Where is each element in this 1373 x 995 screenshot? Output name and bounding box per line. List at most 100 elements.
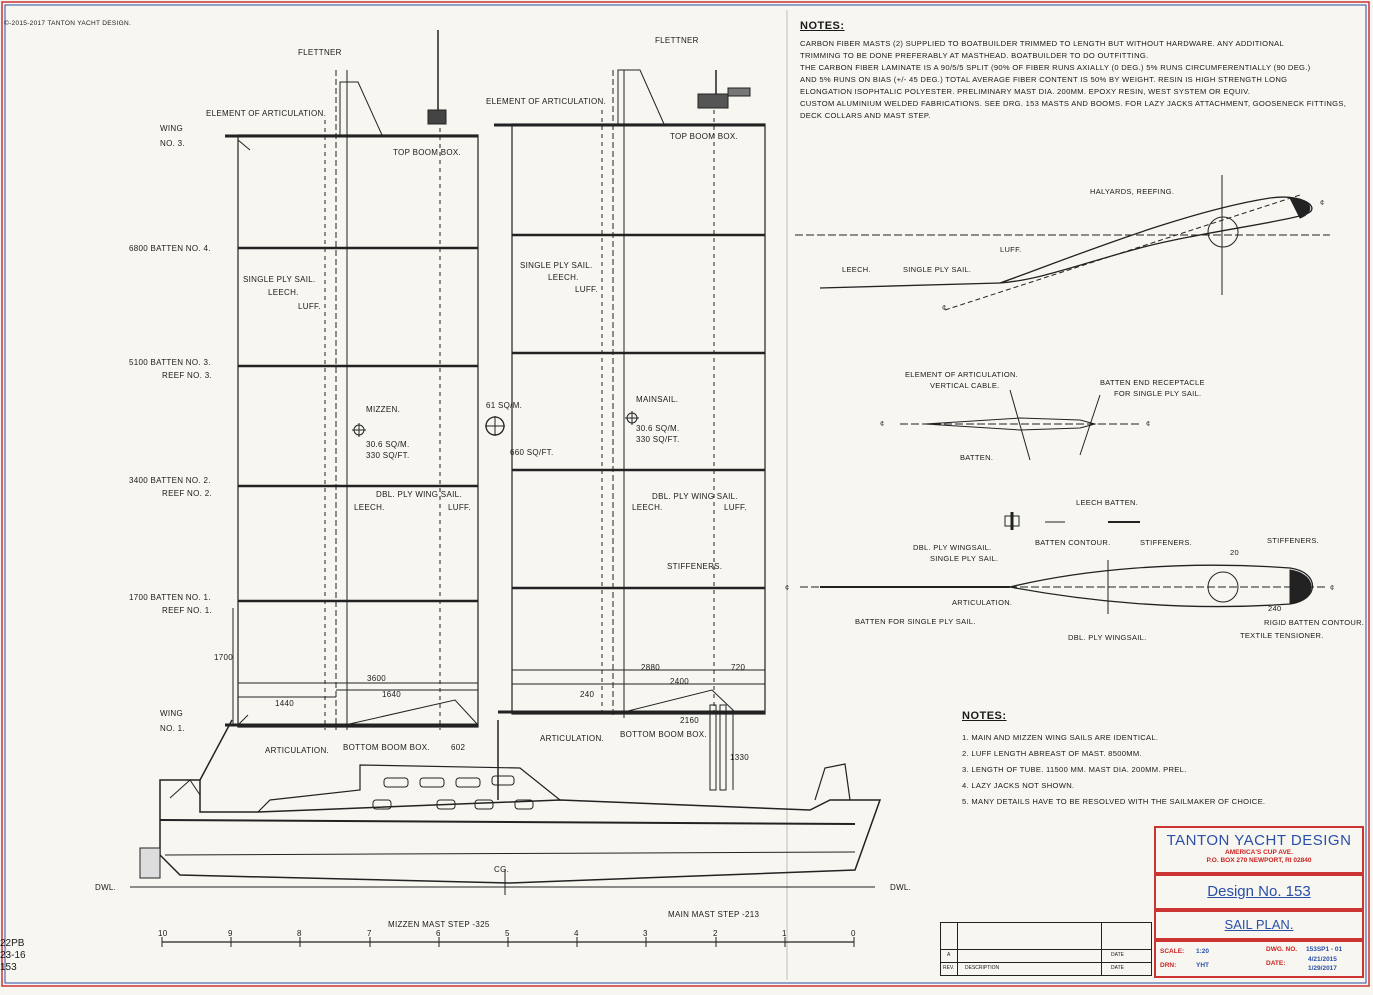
sec-el-art1: ELEMENT OF ARTICULATION. [905, 370, 1018, 379]
sec-single-ply: SINGLE PLY SAIL. [903, 265, 971, 274]
ref-line-3: 153 [0, 962, 17, 973]
mizzen-dbl-ply: DBL. PLY WING SAIL. [376, 490, 462, 499]
main-area2: 330 SQ/FT. [636, 435, 679, 444]
scale-9: 9 [228, 929, 233, 938]
wing-section-top [795, 175, 1330, 311]
firm-address-2: P.O. BOX 270 NEWPORT, RI 02840 [1206, 857, 1312, 864]
scale-1: 1 [782, 929, 787, 938]
main-luff2: LUFF. [724, 503, 747, 512]
rev-desc: DESCRIPTION [965, 965, 1000, 971]
ref-line-1: 22PB [0, 938, 25, 949]
main-total-area2: 660 SQ/FT. [510, 448, 553, 457]
scale-5: 5 [505, 929, 510, 938]
mizzen-name: MIZZEN. [366, 405, 400, 414]
mizzen-fletner: FLETTNER [298, 48, 342, 57]
note-line: TRIMMING TO BE DONE PREFERABLY AT MASTHE… [800, 51, 1149, 60]
main-sail [485, 69, 766, 800]
mizzen-articulation-top: ELEMENT OF ARTICULATION. [206, 109, 326, 118]
reef3-label: REEF NO. 3. [162, 371, 212, 380]
scale-7: 7 [367, 929, 372, 938]
sec-articulation: ARTICULATION. [952, 598, 1012, 607]
scale-2: 2 [713, 929, 718, 938]
main-dim-1330: 1330 [730, 753, 749, 762]
mizzen-luff2: LUFF. [448, 503, 471, 512]
wing1-number: NO. 1. [160, 724, 185, 733]
note-line: DECK COLLARS AND MAST STEP. [800, 111, 931, 120]
mizzen-dim-1640: 1640 [382, 690, 401, 699]
sec-cl-2: ¢ [942, 303, 946, 312]
scale-numbers: 10 9 8 7 6 5 4 3 2 1 0 [158, 929, 856, 938]
main-fletner: FLETTNER [655, 36, 699, 45]
sec-stiffeners1: STIFFENERS. [1140, 538, 1192, 547]
sec-cl-3: ¢ [880, 419, 884, 428]
mizzen-articulation-bottom: ARTICULATION. [265, 746, 329, 755]
main-stiffeners: STIFFENERS. [667, 562, 722, 571]
sec-single-ply2: SINGLE PLY SAIL. [930, 554, 998, 563]
dwg-no-value: 153SP1 - 01 [1306, 946, 1343, 953]
note-line: CARBON FIBER MASTS (2) SUPPLIED TO BOATB… [800, 39, 1285, 48]
sec-dim-240: 240 [1268, 604, 1281, 613]
notes-bottom: NOTES: 1. MAIN AND MIZZEN WING SAILS ARE… [962, 708, 1342, 810]
main-bottom-boom-box: BOTTOM BOOM BOX. [620, 730, 707, 739]
scale-0: 0 [851, 929, 856, 938]
batten2-label: 3400 BATTEN NO. 2. [129, 476, 211, 485]
mizzen-dim-3600: 3600 [367, 674, 386, 683]
note-item: 1. MAIN AND MIZZEN WING SAILS ARE IDENTI… [962, 733, 1159, 742]
drawn-value: YHT [1196, 962, 1209, 969]
batten4-label: 6800 BATTEN NO. 4. [129, 244, 211, 253]
sec-cl-5: ¢ [785, 583, 789, 592]
note-line: CUSTOM ALUMINIUM WELDED FABRICATIONS. SE… [800, 99, 1347, 108]
wing1-label: WING [160, 709, 183, 718]
note-line: THE CARBON FIBER LAMINATE IS A 90/5/5 SP… [800, 63, 1311, 72]
notes-bottom-title: NOTES: [962, 710, 1007, 722]
ref-line-2: 23-16 [0, 950, 26, 961]
title-block-firm: TANTON YACHT DESIGN AMERICA'S CUP AVE. P… [1154, 826, 1364, 874]
dwg-no-label: DWG. NO. [1266, 946, 1298, 953]
sec-cl-4: ¢ [1146, 419, 1150, 428]
main-top-boom-box: TOP BOOM BOX. [670, 132, 738, 141]
mizzen-dim-1700: 1700 [214, 653, 233, 662]
scale-value: 1:20 [1196, 948, 1210, 955]
sec-cl-1: ¢ [1320, 198, 1324, 207]
wing3-number: NO. 3. [160, 139, 185, 148]
sec-batten-single: BATTEN FOR SINGLE PLY SAIL. [855, 617, 976, 626]
sec-luff: LUFF. [1000, 245, 1022, 254]
main-total-area1: 61 SQ/M. [486, 401, 522, 410]
scale-6: 6 [436, 929, 441, 938]
mizzen-leech: LEECH. [268, 288, 299, 297]
main-leech2: LEECH. [632, 503, 663, 512]
sec-rigid-batten: RIGID BATTEN CONTOUR. [1264, 618, 1364, 627]
reef1-label: REEF NO. 1. [162, 606, 212, 615]
note-line: ELONGATION ISOPHTALIC POLYESTER. PRELIMI… [800, 87, 1251, 96]
main-dim-2400: 2400 [670, 677, 689, 686]
note-item: 2. LUFF LENGTH ABREAST OF MAST. 8500MM. [962, 749, 1142, 758]
rev-date: DATE [1111, 965, 1124, 971]
sec-batten-end1: BATTEN END RECEPTACLE [1100, 378, 1205, 387]
main-dim-2880: 2880 [641, 663, 660, 672]
main-leech: LEECH. [548, 273, 579, 282]
sec-textile: TEXTILE TENSIONER. [1240, 631, 1324, 640]
mizzen-top-boom-box: TOP BOOM BOX. [393, 148, 461, 157]
note-item: 3. LENGTH OF TUBE. 11500 MM. MAST DIA. 2… [962, 765, 1187, 774]
note-item: 5. MANY DETAILS HAVE TO BE RESOLVED WITH… [962, 797, 1266, 806]
design-number: Design No. 153 [1154, 874, 1364, 910]
mizzen-dim-1440: 1440 [275, 699, 294, 708]
mizzen-leech2: LEECH. [354, 503, 385, 512]
main-single-ply: SINGLE PLY SAIL. [520, 261, 593, 270]
copyright: ©-2015-2017 TANTON YACHT DESIGN. [4, 20, 132, 27]
note-line: AND 5% RUNS ON BIAS (+/- 45 DEG.) TOTAL … [800, 75, 1288, 84]
title-block-info: SCALE: 1:20 DRN: YHT DWG. NO. 153SP1 - 0… [1154, 940, 1364, 978]
sec-dbl-ply-ws: DBL. PLY WINGSAIL. [913, 543, 991, 552]
articulation-section [900, 389, 1140, 461]
main-articulation-bottom: ARTICULATION. [540, 734, 604, 743]
batten1-label: 1700 BATTEN NO. 1. [129, 593, 211, 602]
sec-leech-batten: LEECH BATTEN. [1076, 498, 1138, 507]
hull-profile [139, 719, 882, 884]
mizzen-area2: 330 SQ/FT. [366, 451, 409, 460]
dwl-left: DWL. [95, 883, 116, 892]
sec-el-art2: VERTICAL CABLE. [930, 381, 1000, 390]
notes-top-title: NOTES: [800, 20, 845, 32]
mizzen-area1: 30.6 SQ/M. [366, 440, 409, 449]
